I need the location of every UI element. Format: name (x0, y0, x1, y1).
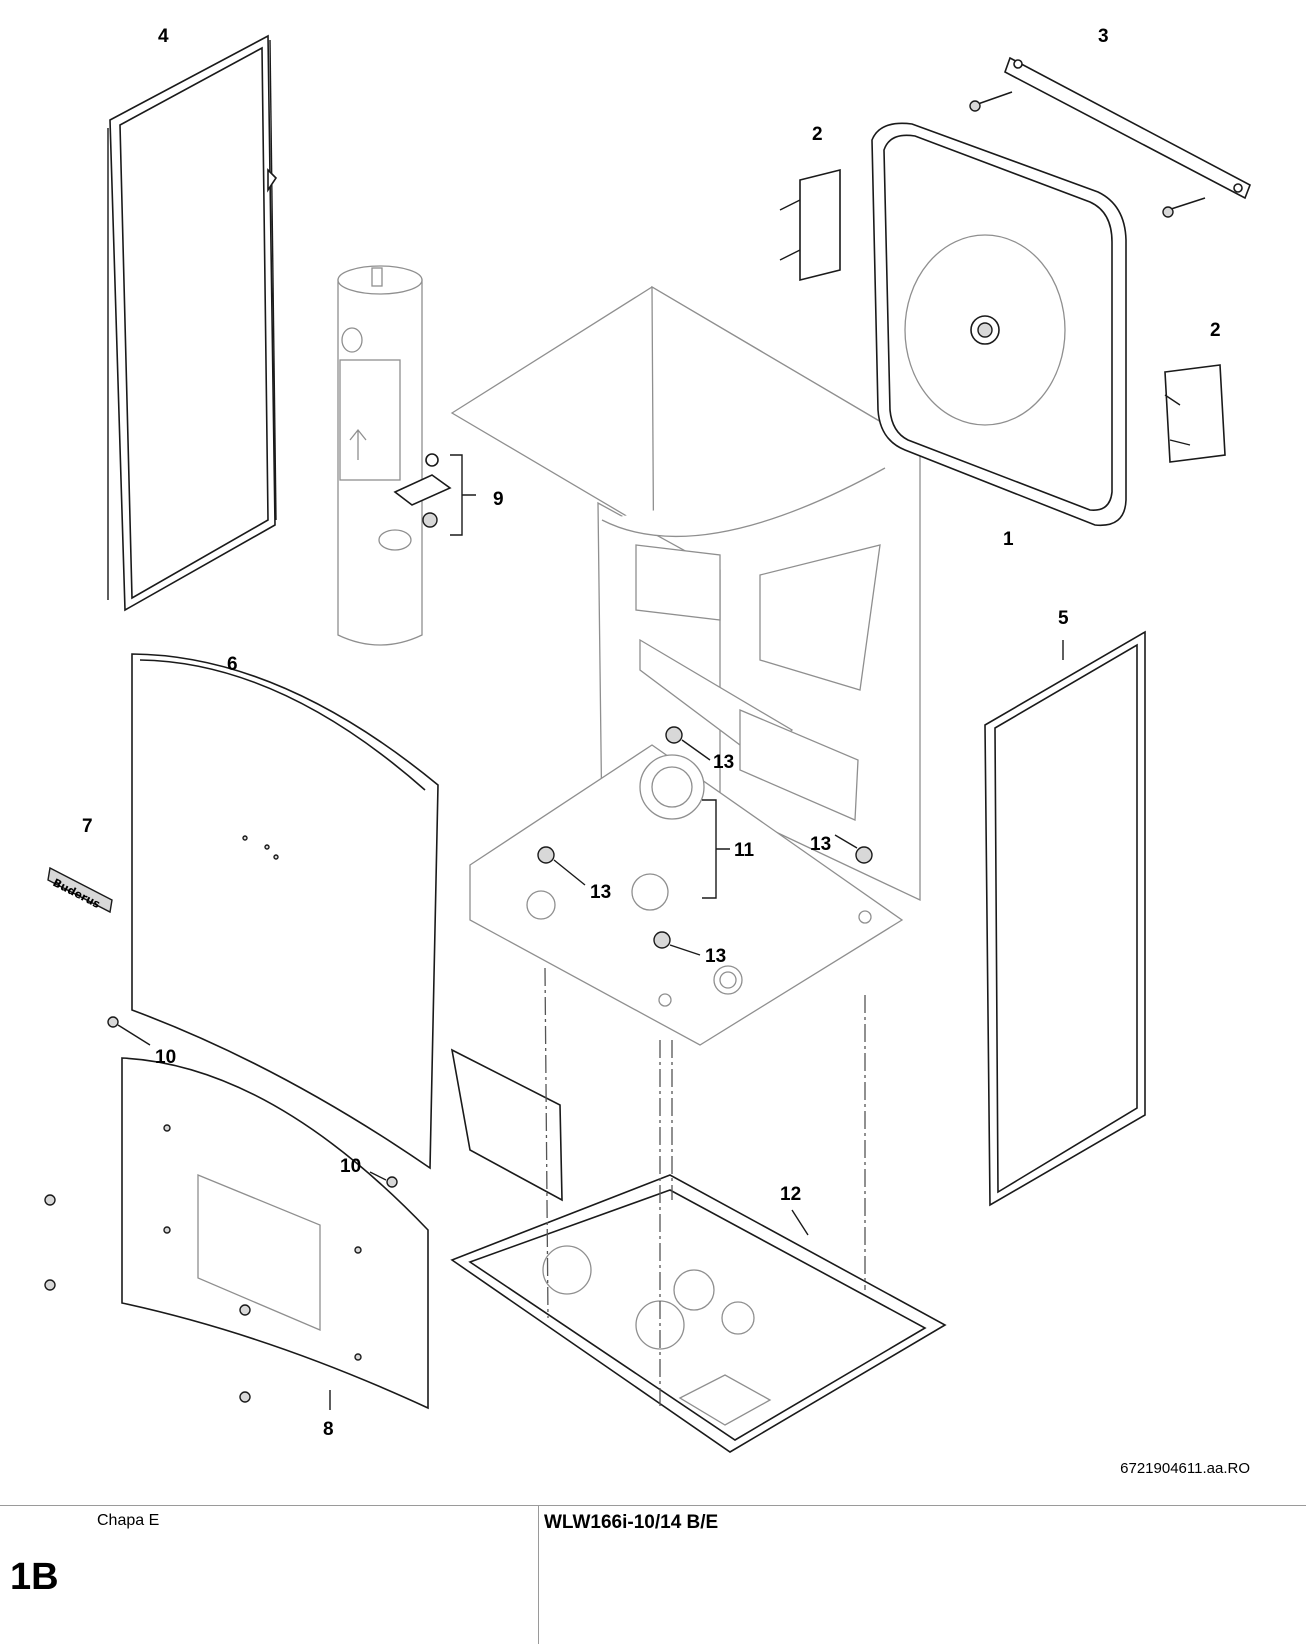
exploded-parts-diagram: Buderus (44, 26, 1252, 1453)
callout-1: 1 (1003, 529, 1014, 550)
callout-12: 12 (780, 1184, 801, 1205)
callout-4: 4 (158, 26, 169, 47)
callout-9: 9 (493, 489, 504, 510)
part-7-logo-badge: Buderus (47, 866, 113, 914)
callout-8: 8 (323, 1419, 334, 1440)
part-small-bracket (450, 1048, 563, 1202)
model-name: WLW166i-10/14 B/E (544, 1512, 719, 1533)
part-9-flue-pipe (337, 265, 476, 646)
callout-13-left: 13 (590, 882, 611, 903)
section-title: Chapa E (97, 1512, 160, 1529)
part-3-mounting-rail (969, 56, 1252, 218)
callout-7: 7 (82, 816, 93, 837)
part-5-right-side-panel (984, 630, 1146, 1207)
part-13-grommets (537, 726, 873, 956)
footer-title-block: Chapa E 1B WLW166i-10/14 B/E (0, 1505, 1306, 1644)
alignment-lines (544, 967, 866, 1408)
figure-id: 1B (10, 1556, 59, 1598)
callout-10-right: 10 (340, 1156, 361, 1177)
part-2-clip-right (1164, 364, 1226, 463)
part-1-expansion-vessel (871, 122, 1127, 527)
part-2-clip-upper (779, 168, 841, 282)
callout-3: 3 (1098, 26, 1109, 47)
document-code: 6721904611.aa.RO (1120, 1460, 1250, 1477)
callout-6: 6 (227, 654, 238, 675)
part-8-lower-cover (121, 1057, 429, 1410)
part-12-base-tray (450, 1174, 947, 1453)
callout-11: 11 (734, 840, 755, 861)
callout-10-left: 10 (155, 1047, 176, 1068)
callout-2-right: 2 (1210, 320, 1221, 341)
part-10-screws (107, 1016, 398, 1188)
part-boiler-frame (450, 285, 922, 1046)
callout-2-upper: 2 (812, 124, 823, 145)
part-4-left-side-panel (107, 34, 278, 612)
callout-13-right: 13 (810, 834, 831, 855)
callout-labels: 1 2 2 3 4 5 6 7 8 9 10 10 11 12 13 13 13… (82, 26, 1221, 1440)
callout-13-top: 13 (713, 752, 734, 773)
callout-13-bottom: 13 (705, 946, 726, 967)
part-6-front-panel (131, 653, 439, 1170)
callout-5: 5 (1058, 608, 1069, 629)
loose-fasteners (44, 1194, 251, 1403)
footer-divider (538, 1506, 539, 1644)
